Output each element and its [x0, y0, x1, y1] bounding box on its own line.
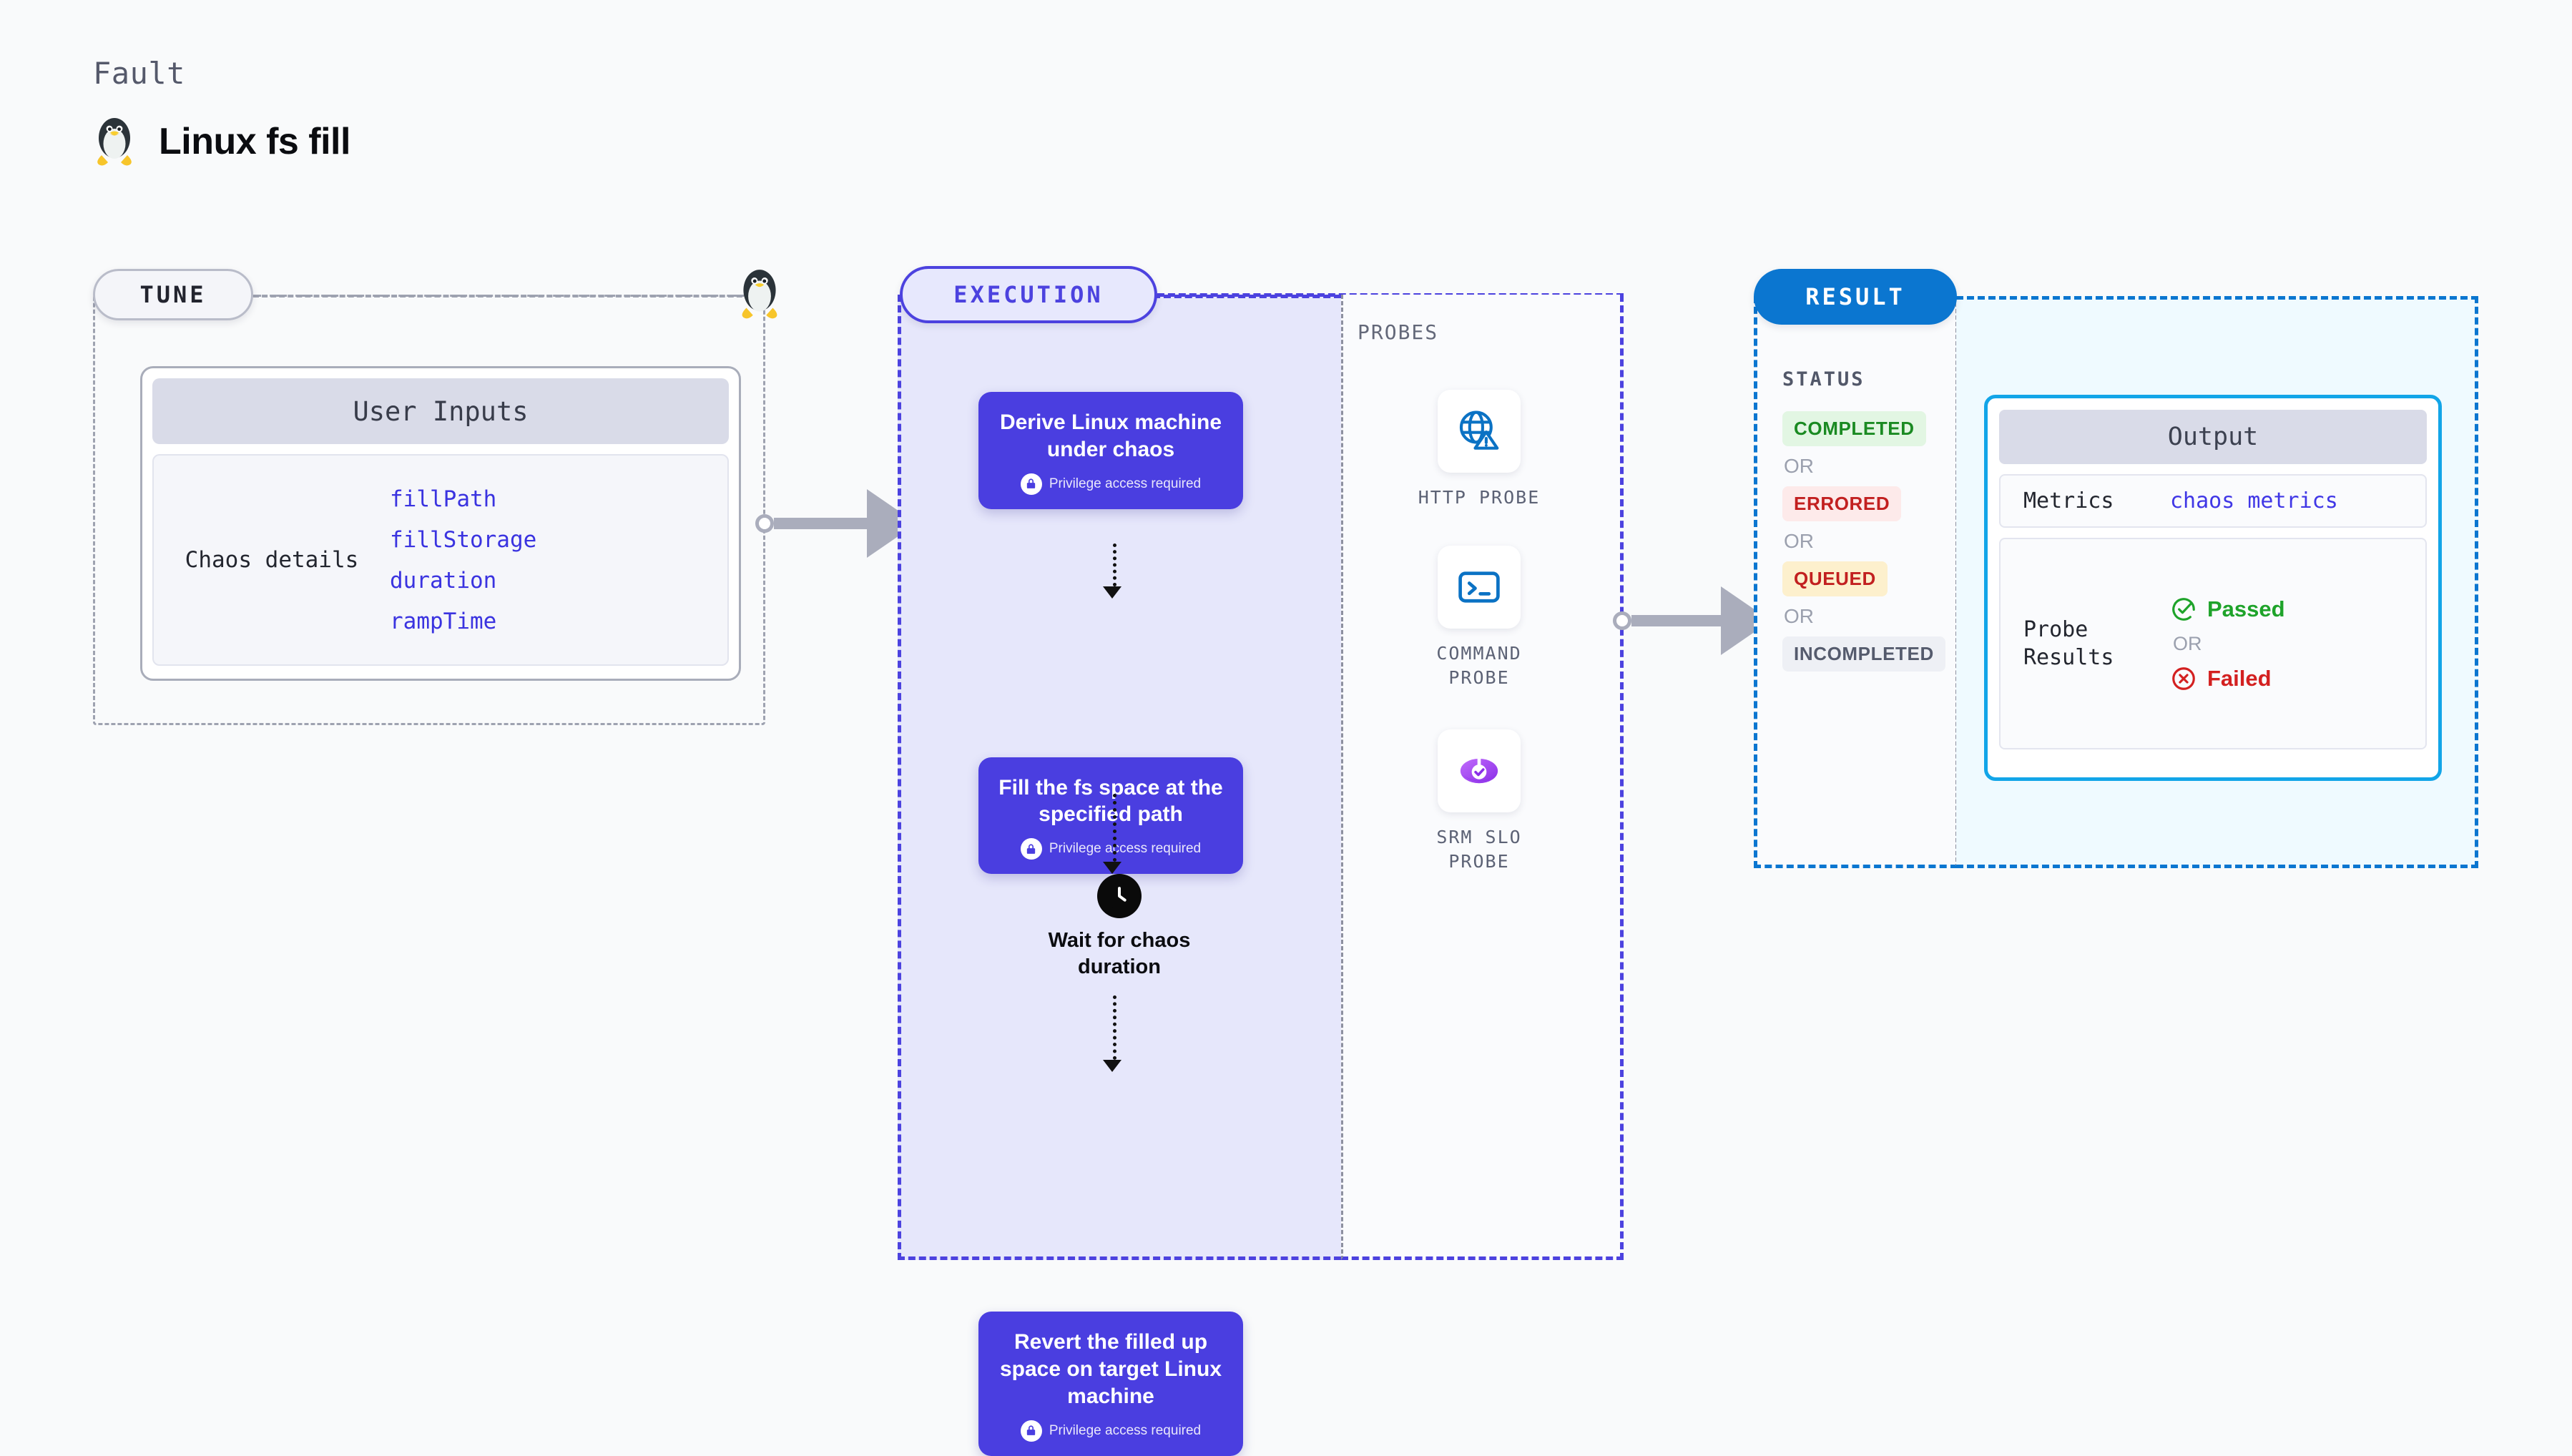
probe-result-passed: Passed [2170, 596, 2285, 623]
chaos-param-duration[interactable]: duration [390, 567, 497, 594]
probes-section-label: PROBES [1358, 320, 1439, 344]
tune-linux-penguin-icon [737, 266, 782, 325]
output-card-header: Output [1999, 410, 2427, 464]
user-inputs-header: User Inputs [152, 378, 729, 444]
chaos-params-list: fillPath fillStorage duration rampTime [390, 486, 536, 634]
metrics-value-link[interactable]: chaos metrics [2170, 488, 2338, 513]
x-circle-icon [2172, 666, 2195, 690]
probe-result-failed: Failed [2170, 665, 2285, 692]
probe-result-failed-label: Failed [2207, 665, 2272, 691]
privilege-note-text: Privilege access required [1049, 476, 1202, 491]
probe-result-passed-label: Passed [2207, 596, 2285, 621]
probe-item-command[interactable]: COMMAND PROBE [1408, 546, 1551, 690]
execution-step-card-1[interactable]: Derive Linux machine under chaos Privile… [978, 392, 2572, 509]
status-or-3: OR [1784, 605, 1814, 627]
connector-start-dot [1613, 611, 1631, 630]
flow-arrow-3 [1103, 995, 1121, 1072]
user-inputs-card: User Inputs Chaos details fillPath fillS… [140, 366, 741, 681]
globe-warning-icon [1438, 390, 1521, 473]
probe-label: HTTP PROBE [1418, 487, 1541, 508]
connector-shaft [1631, 615, 1721, 626]
status-badge-errored: ERRORED [1782, 486, 1902, 521]
execution-step-title: Revert the filled up space on target Lin… [999, 1330, 1222, 1408]
status-or-1: OR [1784, 455, 1814, 477]
tune-dashed-connector [253, 295, 760, 297]
probe-results-values: Passed OR Failed [2170, 596, 2285, 692]
probe-label: COMMAND PROBE [1436, 643, 1522, 688]
execution-step-card-3[interactable]: Revert the filled up space on target Lin… [978, 1312, 2572, 1456]
probe-label: SRM SLO PROBE [1436, 827, 1522, 872]
status-section-label: STATUS [1782, 368, 1865, 390]
check-circle-icon [2172, 597, 2195, 621]
status-badge-incompleted: INCOMPLETED [1782, 636, 1945, 672]
status-badge-list: COMPLETED OR ERRORED OR QUEUED OR INCOMP… [1782, 411, 1945, 672]
connector-shaft [774, 518, 867, 529]
wait-for-chaos-duration-step[interactable]: Wait for chaos duration [1034, 874, 1205, 980]
page-title: Linux fs fill [159, 121, 350, 162]
page-title-row: Linux fs fill [93, 114, 350, 169]
chaos-param-fillpath[interactable]: fillPath [390, 486, 497, 512]
flow-arrow-1 [1103, 543, 1121, 599]
clock-icon [1097, 874, 1142, 918]
connector-start-dot [755, 514, 774, 533]
lock-icon [1020, 473, 1042, 495]
metrics-key-label: Metrics [2023, 488, 2114, 513]
execution-step-title: Derive Linux machine under chaos [999, 410, 1222, 461]
privilege-note: Privilege access required [994, 1420, 1227, 1442]
flow-arrow-2 [1103, 794, 1121, 874]
chaos-details-row: Chaos details fillPath fillStorage durat… [152, 454, 729, 666]
execution-step-card-2[interactable]: Fill the fs space at the specified path … [978, 757, 2572, 875]
status-or-2: OR [1784, 530, 1814, 552]
linux-penguin-icon [93, 114, 136, 169]
privilege-note: Privilege access required [994, 838, 1227, 860]
privilege-note-text: Privilege access required [1049, 1422, 1202, 1438]
chaos-details-label: Chaos details [185, 547, 359, 573]
lock-icon [1020, 1420, 1042, 1442]
privilege-note: Privilege access required [994, 473, 1227, 495]
chaos-param-fillstorage[interactable]: fillStorage [390, 526, 537, 553]
wait-step-label: Wait for chaos duration [1048, 929, 1191, 978]
privilege-note-text: Privilege access required [1049, 841, 1202, 857]
chaos-param-ramptime[interactable]: rampTime [390, 608, 497, 634]
stage-pill-execution[interactable]: EXECUTION [900, 266, 1157, 323]
probe-item-srm-slo[interactable]: SRM SLO PROBE [1408, 729, 1551, 874]
probe-result-or: OR [2173, 632, 2202, 654]
status-badge-queued: QUEUED [1782, 561, 1888, 596]
lock-icon [1020, 838, 1042, 860]
probe-item-http[interactable]: HTTP PROBE [1408, 390, 1551, 510]
output-row-metrics: Metrics chaos metrics [1999, 474, 2427, 528]
stage-pill-result[interactable]: RESULT [1754, 269, 1957, 325]
stage-pill-tune[interactable]: TUNE [93, 269, 253, 320]
terminal-icon [1438, 546, 1521, 629]
srm-slo-icon [1438, 729, 1521, 812]
fault-eyebrow-label: Fault [93, 56, 185, 91]
execution-step-title: Fill the fs space at the specified path [998, 775, 1223, 827]
status-badge-completed: COMPLETED [1782, 411, 1926, 446]
